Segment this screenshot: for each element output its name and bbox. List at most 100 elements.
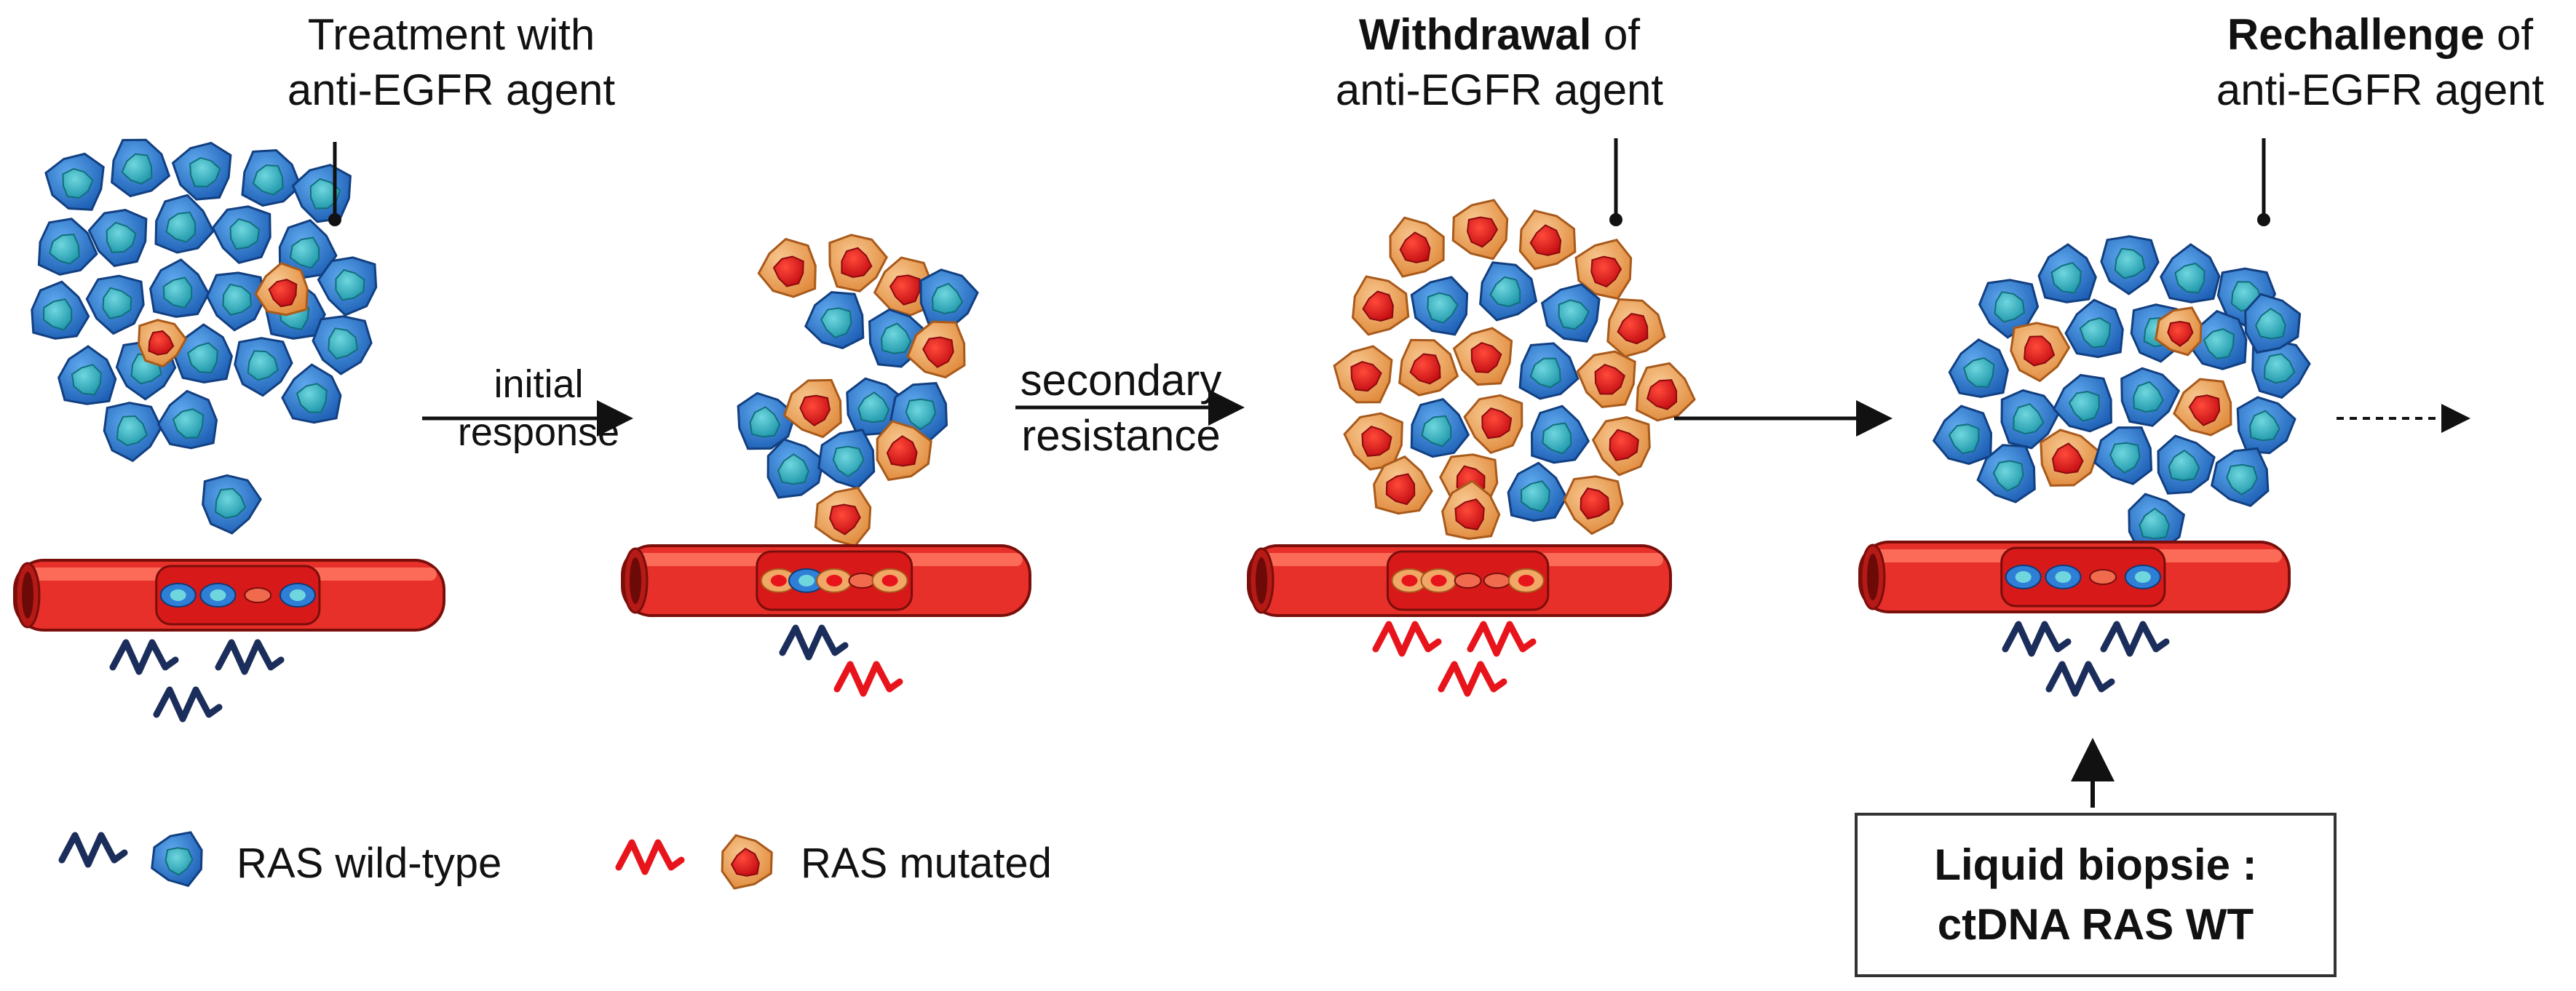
wild-type-cell bbox=[31, 280, 90, 340]
wild-type-cell bbox=[2052, 373, 2112, 433]
blood-vessel-stage-4 bbox=[1858, 541, 2291, 613]
wild-type-cell bbox=[919, 268, 979, 329]
wild-type-cell bbox=[234, 337, 293, 397]
mutated-cell bbox=[876, 420, 932, 482]
ctdna-wild-type bbox=[2002, 621, 2072, 657]
wild-type-cell bbox=[85, 274, 145, 335]
mutated-cell bbox=[2010, 322, 2071, 383]
mutated-cell bbox=[1398, 338, 1459, 397]
mutated-cell bbox=[757, 237, 817, 298]
mutated-cell bbox=[1518, 209, 1577, 271]
secondary-resistance-label: secondary resistance bbox=[997, 353, 1245, 463]
wild-type-cell bbox=[2236, 396, 2296, 455]
wild-type-cell bbox=[804, 291, 865, 350]
wild-type-cell bbox=[211, 205, 272, 264]
wild-type-cell bbox=[1410, 398, 1470, 458]
wild-type-cell bbox=[171, 141, 232, 201]
stage-4-title-line2: anti-EGFR agent bbox=[2216, 65, 2545, 114]
biopsy-line1: Liquid biopsie : bbox=[1934, 840, 2257, 889]
mutated-cell bbox=[1591, 416, 1651, 477]
wild-type-cell bbox=[1410, 276, 1469, 336]
wild-type-cell bbox=[241, 148, 302, 207]
mutated-cell bbox=[1451, 199, 1509, 260]
stage-1-title-line1: Treatment with bbox=[307, 10, 595, 59]
wild-type-cell bbox=[44, 152, 105, 211]
wild-type-cell bbox=[766, 438, 825, 499]
stage-4-title: Rechallenge of anti-EGFR agent bbox=[2176, 7, 2576, 118]
wild-type-cell bbox=[2064, 298, 2124, 359]
legend-mutated-label: RAS mutated bbox=[801, 840, 1052, 887]
initial-response-label: initial response bbox=[429, 360, 648, 456]
biopsy-line2: ctDNA RAS WT bbox=[1937, 900, 2254, 949]
secondary-resistance-line2: resistance bbox=[1021, 411, 1221, 460]
mutated-cell bbox=[2155, 306, 2203, 357]
mutated-cell bbox=[1574, 239, 1633, 301]
red-blood-cell bbox=[1483, 573, 1511, 589]
red-blood-cell bbox=[1454, 573, 1482, 589]
wild-type-cell bbox=[291, 164, 352, 223]
wild-type-cell bbox=[1530, 405, 1590, 464]
wild-type-cell bbox=[2160, 243, 2221, 303]
wild-type-cell bbox=[2120, 367, 2181, 427]
wild-type-cell bbox=[111, 138, 171, 198]
mutated-cell bbox=[1463, 394, 1523, 455]
mutated-cell bbox=[1452, 327, 1513, 386]
stage-1-title-line2: anti-EGFR agent bbox=[287, 65, 616, 114]
wild-type-cell bbox=[149, 258, 210, 318]
wild-type-cell bbox=[202, 474, 262, 535]
legend-ctdna-mutated-icon bbox=[615, 839, 685, 875]
mutated-cell bbox=[2040, 429, 2100, 487]
legend-mutated-cell-icon bbox=[721, 834, 773, 890]
stage-3-title: Withdrawal of anti-EGFR agent bbox=[1296, 7, 1703, 118]
mutated-cell bbox=[814, 486, 872, 548]
ctdna-wild-type bbox=[109, 639, 179, 675]
mutated-cell bbox=[254, 262, 309, 317]
mutated-cell bbox=[1343, 412, 1403, 471]
ctdna-mutated bbox=[1438, 661, 1507, 697]
wild-type-cell bbox=[205, 271, 266, 332]
wild-type-cell bbox=[281, 363, 342, 424]
wild-type-cell bbox=[1479, 261, 1538, 322]
wild-type-cell bbox=[2100, 235, 2160, 295]
withdrawal-pointer-dot bbox=[1609, 213, 1622, 226]
red-blood-cell bbox=[2089, 569, 2117, 585]
legend-wild-type-label: RAS wild-type bbox=[237, 840, 502, 887]
wild-type-cell bbox=[2157, 434, 2216, 495]
tumour-stage-4 bbox=[1932, 235, 2311, 554]
ctdna-mutated bbox=[833, 661, 903, 697]
wild-type-cell bbox=[154, 194, 215, 254]
wild-type-cell bbox=[317, 256, 378, 317]
mutated-cell bbox=[782, 378, 842, 439]
legend-wild-type-cell-icon bbox=[151, 831, 203, 888]
wild-type-cell bbox=[156, 389, 218, 450]
wild-type-cell bbox=[2251, 339, 2311, 399]
wild-type-cell bbox=[1518, 342, 1580, 400]
wild-type-cell bbox=[1540, 283, 1601, 343]
ctdna-mutated bbox=[1372, 621, 1442, 657]
tumour-stage-2 bbox=[737, 234, 979, 548]
wild-type-cell bbox=[87, 209, 148, 268]
ctdna-wild-type bbox=[779, 624, 849, 661]
mutated-cell bbox=[1389, 216, 1445, 278]
initial-response-line2: response bbox=[457, 410, 620, 454]
mutated-cell bbox=[1636, 362, 1696, 422]
mutated-cell bbox=[1373, 455, 1433, 515]
mutated-cell bbox=[1441, 479, 1501, 541]
legend-ctdna-wild-type-icon bbox=[58, 832, 128, 868]
wild-type-cell bbox=[1507, 461, 1568, 522]
wild-type-cell bbox=[2128, 493, 2186, 554]
red-blood-cell bbox=[848, 573, 876, 589]
ctdna-wild-type bbox=[2100, 621, 2170, 657]
wild-type-cell bbox=[2244, 292, 2302, 354]
tumour-stage-3 bbox=[1333, 199, 1696, 541]
mutated-cell bbox=[873, 256, 933, 317]
liquid-biopsy-box: Liquid biopsie : ctDNA RAS WT bbox=[1855, 813, 2337, 977]
secondary-resistance-line1: secondary bbox=[1020, 356, 1222, 405]
wild-type-cell bbox=[312, 315, 373, 375]
mutated-cell bbox=[1333, 345, 1393, 404]
blood-vessel-stage-3 bbox=[1247, 544, 1672, 617]
stage-3-title-bold: Withdrawal bbox=[1358, 10, 1592, 59]
wild-type-cell bbox=[103, 402, 163, 463]
wild-type-cell bbox=[2188, 309, 2248, 370]
